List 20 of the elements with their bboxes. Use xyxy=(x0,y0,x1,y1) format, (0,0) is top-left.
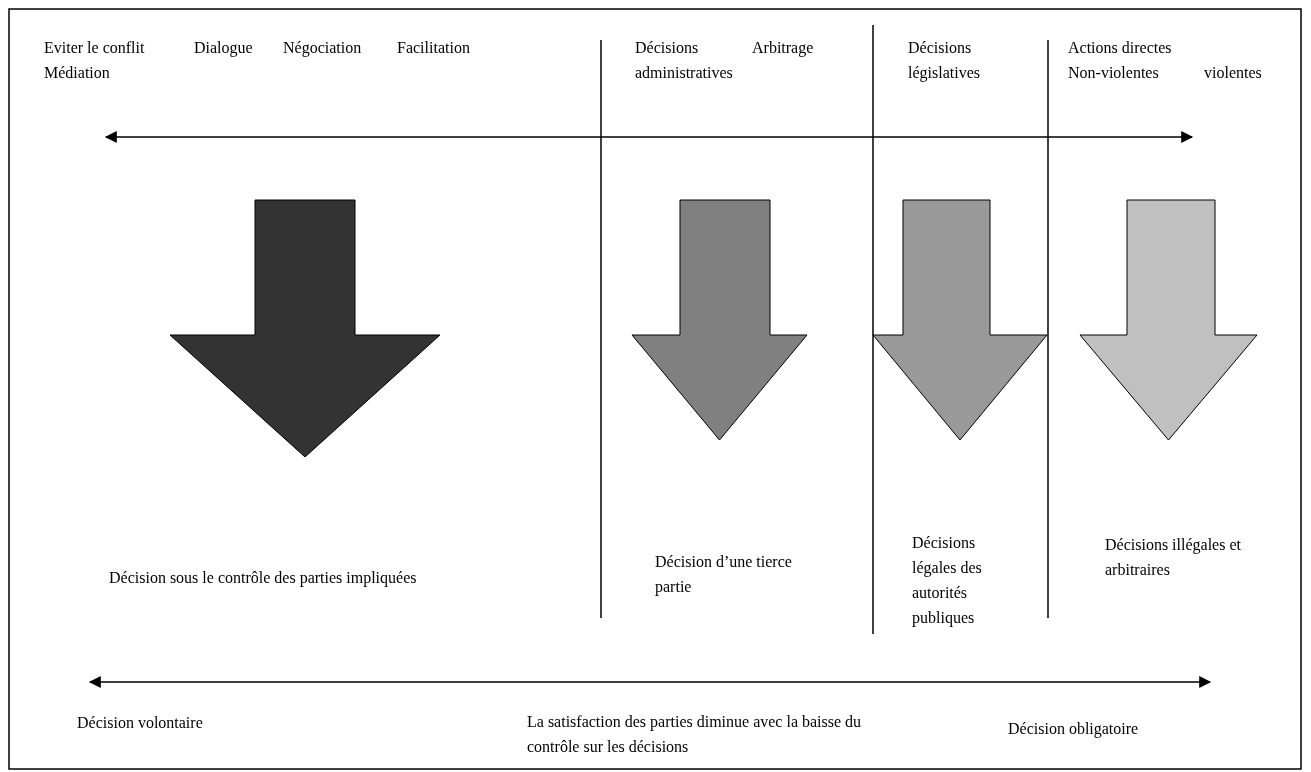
text-label: Décision sous le contrôle des parties impliquées xyxy=(109,568,417,589)
text-label: Décisions illégales et arbitraires xyxy=(1105,535,1242,580)
text-label: Facilitation xyxy=(397,38,470,58)
text-label: Décision obligatoire xyxy=(1008,719,1139,740)
text-label: Décisions xyxy=(908,38,972,58)
text-label: Dialogue xyxy=(194,38,253,59)
text-label: Actions directes xyxy=(1068,38,1172,58)
text-label: Non-violentes xyxy=(1068,63,1159,83)
text-label: Négociation xyxy=(283,38,362,59)
text-label: Décisions légales des autorités publiques xyxy=(912,533,983,629)
text-label: violentes xyxy=(1204,63,1262,83)
text-label: législatives xyxy=(908,63,980,84)
text-label: Décision volontaire xyxy=(77,713,203,733)
text-label: La satisfaction des parties diminue avec la baisse du contrôle sur les décisions xyxy=(527,712,863,757)
text-label: Décisions xyxy=(635,38,699,58)
text-label: administratives xyxy=(635,63,733,83)
text-label: Décision d’une tierce partie xyxy=(655,552,793,598)
text-label: Eviter le conflit xyxy=(44,38,145,58)
text-label: Arbitrage xyxy=(752,38,814,59)
text-label: Médiation xyxy=(44,63,110,83)
